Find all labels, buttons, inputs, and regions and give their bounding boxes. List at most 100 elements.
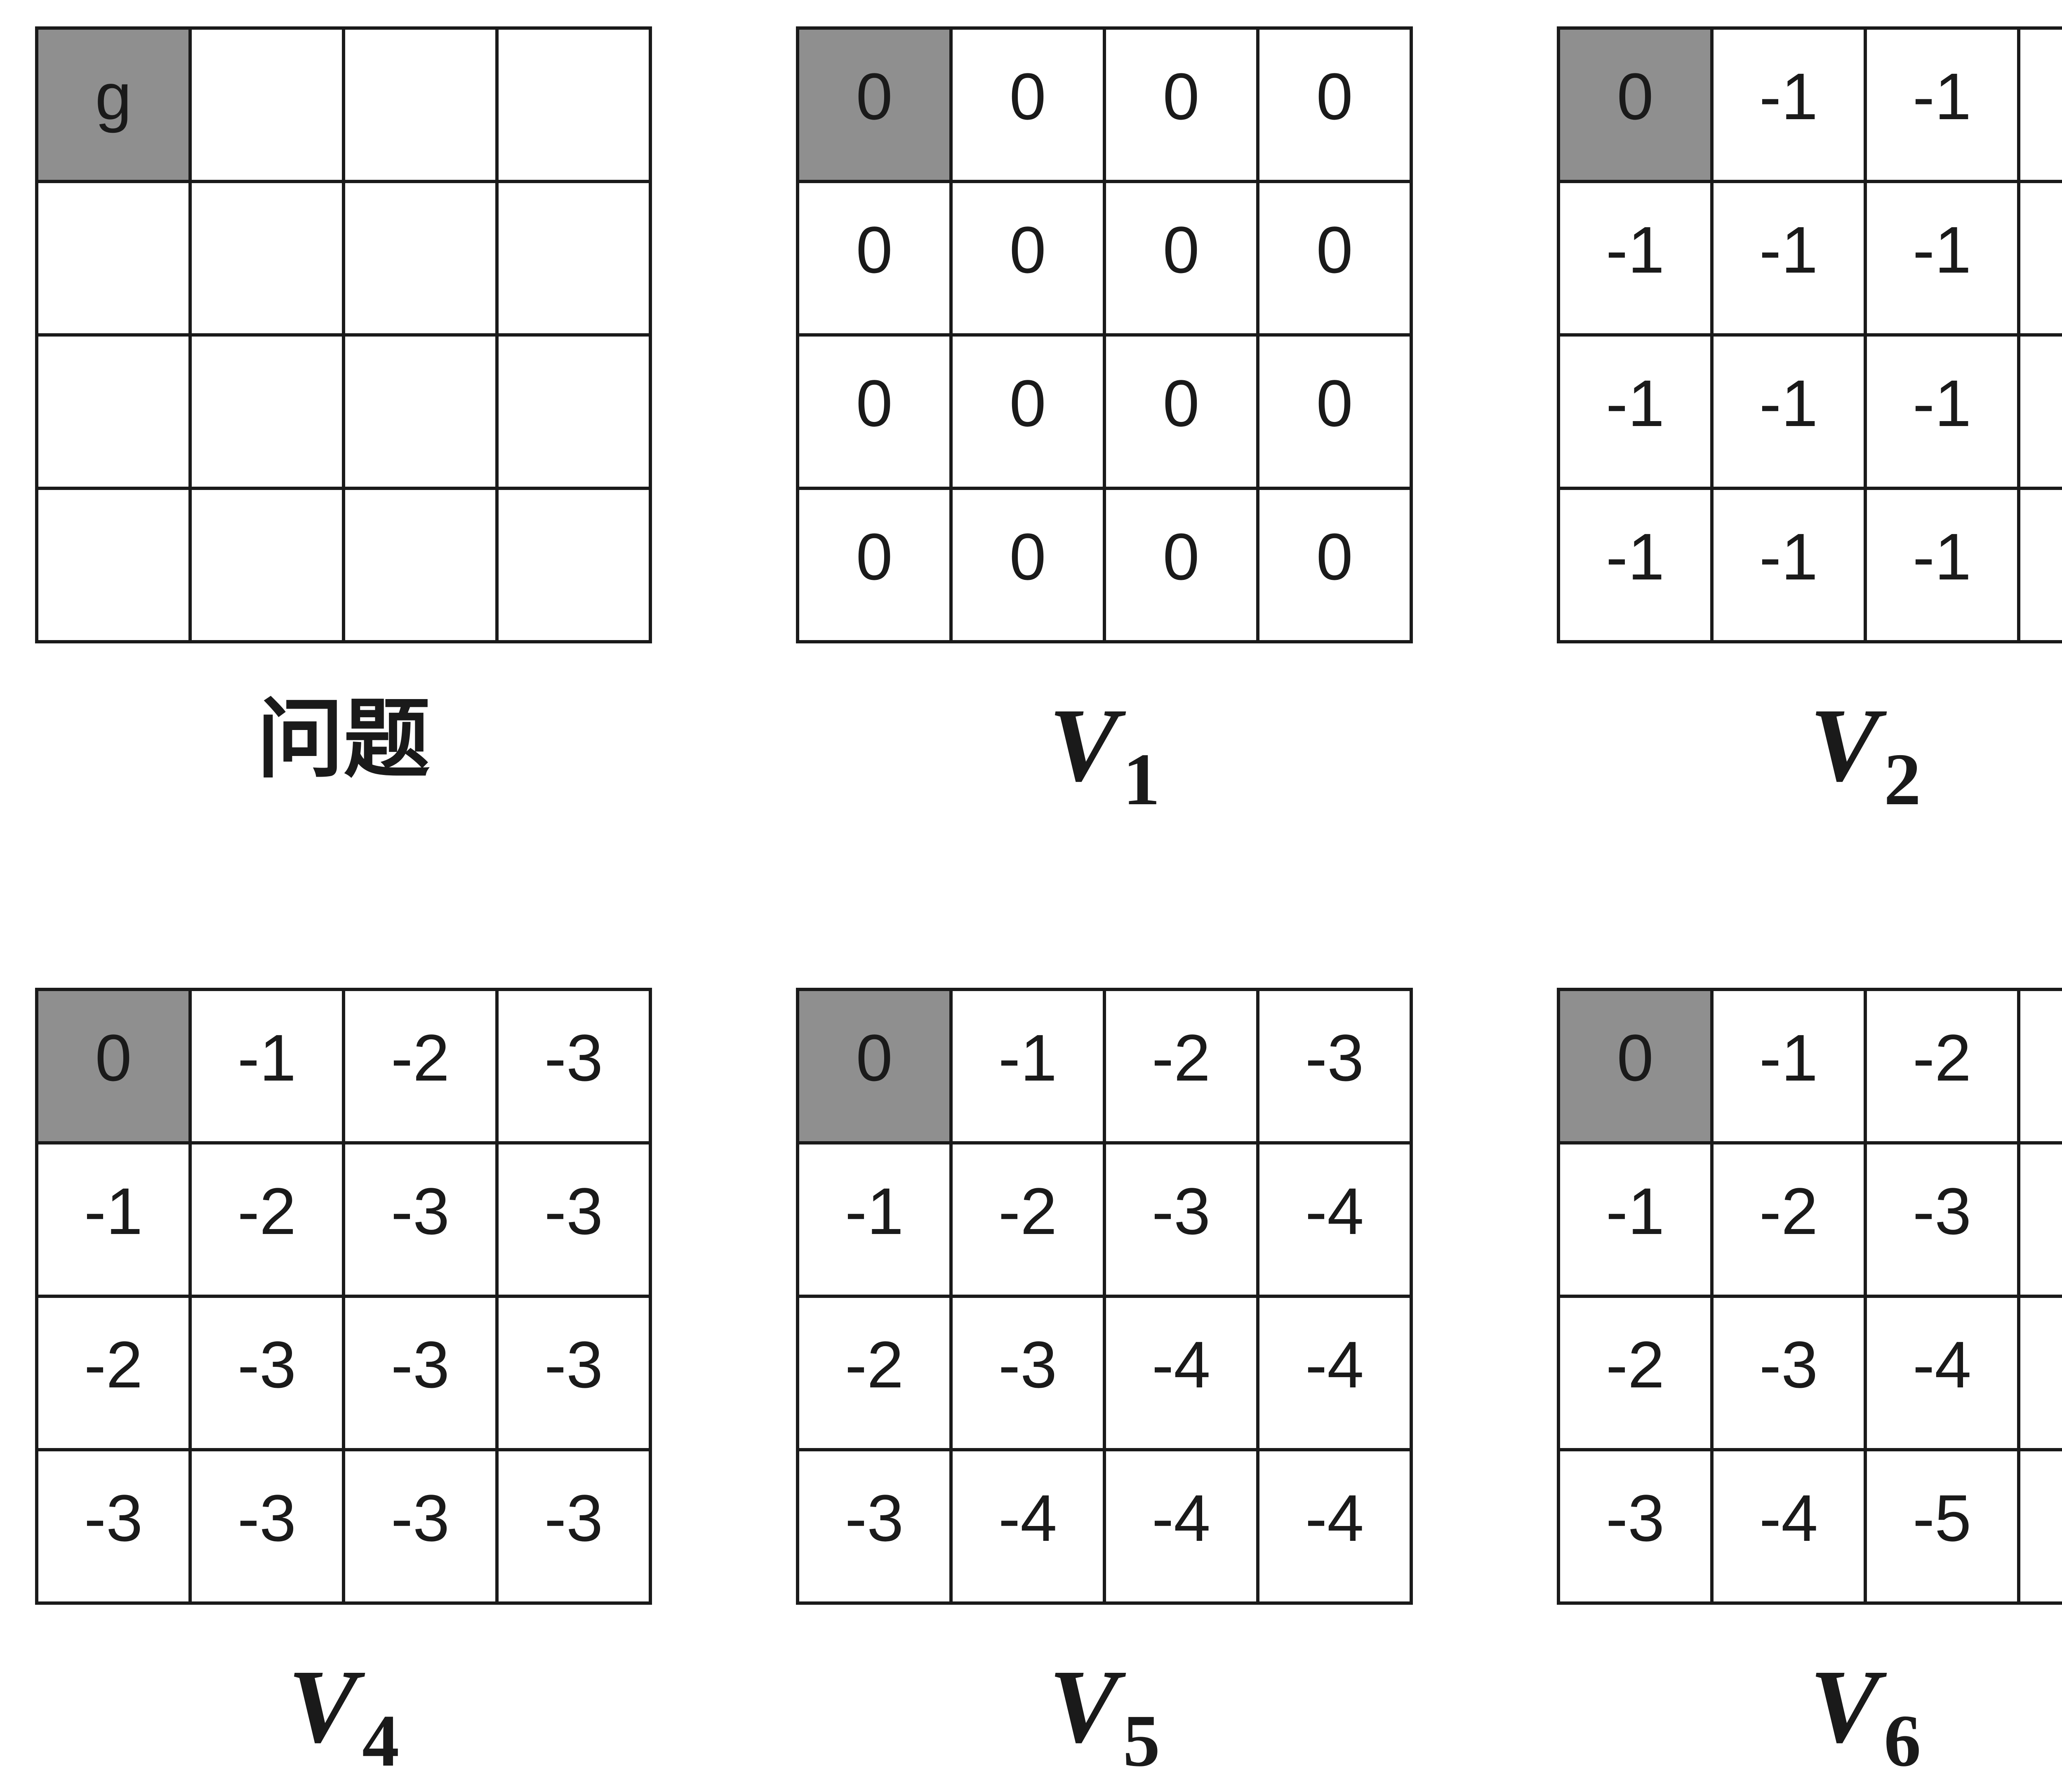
grid-board-problem: g: [35, 26, 652, 643]
grid-cell: -1: [1560, 337, 1710, 487]
grid-cell: -4: [1106, 1451, 1256, 1601]
grid-cell: -1: [2020, 183, 2062, 333]
grid-cell: 0: [799, 183, 949, 333]
grid-cell: -2: [1106, 991, 1256, 1141]
v-label-base: V: [1048, 687, 1119, 803]
grid-figure-problem: g 问题: [35, 26, 652, 804]
grid-label-v1: V 1: [1048, 687, 1160, 817]
v-label-subscript: 1: [1123, 738, 1160, 820]
grid-cell: -1: [1714, 183, 1864, 333]
grid-cell: -4: [1106, 1298, 1256, 1448]
goal-cell: 0: [799, 30, 949, 180]
grid-cell: -1: [1714, 991, 1864, 1141]
grid-cell: -1: [1867, 183, 2017, 333]
grid-cell: -4: [1259, 1144, 1410, 1295]
grid-cell: [345, 337, 495, 487]
grid-cell: -1: [2020, 490, 2062, 640]
grid-cell: [38, 183, 188, 333]
grid-label-v5: V 5: [1049, 1654, 1160, 1778]
value-iteration-figure: g 问题 0: [0, 26, 2062, 1778]
grid-cell: -4: [953, 1451, 1103, 1601]
grid-cell: [192, 490, 342, 640]
grid-cell: -1: [2020, 30, 2062, 180]
grid-cell: -2: [192, 1144, 342, 1295]
v-label-base: V: [1809, 687, 1880, 803]
figure-row-bottom: 0 -1 -2 -3 -1 -2 -3 -3 -2 -3 -3 -3 -3 -3…: [0, 988, 2062, 1778]
grid-cell: -3: [192, 1298, 342, 1448]
grid-cell: -1: [953, 991, 1103, 1141]
grid-cell: -4: [1259, 1298, 1410, 1448]
grid-cell: 0: [953, 490, 1103, 640]
grid-cell: -3: [345, 1298, 495, 1448]
grid-board-v1: 0 0 0 0 0 0 0 0 0 0 0 0 0 0 0 0: [796, 26, 1413, 643]
grid-cell: -3: [499, 1298, 649, 1448]
grid-label-v6: V 6: [1810, 1654, 1921, 1778]
grid-cell: -1: [1560, 490, 1710, 640]
grid-cell: 0: [799, 337, 949, 487]
grid-cell: -1: [38, 1144, 188, 1295]
figure-row-top: g 问题 0: [0, 26, 2062, 817]
grid-cell: -2: [345, 991, 495, 1141]
grid-cell: -3: [799, 1451, 949, 1601]
grid-cell: -3: [499, 1144, 649, 1295]
grid-cell: -1: [1714, 30, 1864, 180]
grid-cell: -4: [1867, 1298, 2017, 1448]
grid-cell: -3: [1106, 1144, 1256, 1295]
grid-cell: -1: [1867, 337, 2017, 487]
grid-cell: -2: [1714, 1144, 1864, 1295]
grid-cell: 0: [953, 30, 1103, 180]
grid-figure-v5: 0 -1 -2 -3 -1 -2 -3 -4 -2 -3 -4 -4 -3 -4…: [796, 988, 1413, 1778]
grid-cell: [38, 490, 188, 640]
grid-cell: -1: [1714, 490, 1864, 640]
goal-cell: g: [38, 30, 188, 180]
grid-cell: -4: [1714, 1451, 1864, 1601]
grid-board-v6: 0 -1 -2 -3 -1 -2 -3 -4 -2 -3 -4 -5 -3 -4…: [1557, 988, 2062, 1605]
grid-cell: 0: [953, 337, 1103, 487]
grid-label-v2: V 2: [1809, 687, 1921, 817]
grid-cell: -3: [1867, 1144, 2017, 1295]
grid-cell: 0: [1106, 183, 1256, 333]
grid-cell: -3: [1714, 1298, 1864, 1448]
goal-cell: 0: [1560, 991, 1710, 1141]
grid-cell: -4: [2020, 1144, 2062, 1295]
grid-figure-v2: 0 -1 -1 -1 -1 -1 -1 -1 -1 -1 -1 -1 -1 -1…: [1557, 26, 2062, 817]
grid-cell: -2: [38, 1298, 188, 1448]
grid-cell: -3: [2020, 991, 2062, 1141]
grid-cell: -3: [953, 1298, 1103, 1448]
grid-cell: [345, 30, 495, 180]
grid-cell: -2: [799, 1298, 949, 1448]
grid-cell: -3: [345, 1451, 495, 1601]
grid-cell: 0: [1259, 337, 1410, 487]
grid-cell: -1: [1867, 30, 2017, 180]
grid-figure-v4: 0 -1 -2 -3 -1 -2 -3 -3 -2 -3 -3 -3 -3 -3…: [35, 988, 652, 1778]
grid-cell: -5: [2020, 1298, 2062, 1448]
grid-cell: -1: [1560, 1144, 1710, 1295]
grid-cell: [345, 183, 495, 333]
grid-cell: 0: [1259, 30, 1410, 180]
v-label-subscript: 6: [1884, 1700, 1921, 1782]
grid-cell: [192, 183, 342, 333]
goal-cell: 0: [1560, 30, 1710, 180]
v-label-subscript: 4: [362, 1700, 400, 1782]
goal-cell: 0: [799, 991, 949, 1141]
grid-cell: -3: [345, 1144, 495, 1295]
grid-cell: -2: [1867, 991, 2017, 1141]
grid-cell: -5: [1867, 1451, 2017, 1601]
grid-cell: 0: [1259, 183, 1410, 333]
v-label-subscript: 2: [1884, 738, 1921, 820]
grid-cell: -1: [1867, 490, 2017, 640]
grid-cell: -2: [1560, 1298, 1710, 1448]
grid-cell: -3: [38, 1451, 188, 1601]
grid-cell: [38, 337, 188, 487]
grid-cell: [499, 30, 649, 180]
grid-cell: 0: [1259, 490, 1410, 640]
grid-cell: -1: [1714, 337, 1864, 487]
grid-cell: -3: [192, 1451, 342, 1601]
grid-figure-v6: 0 -1 -2 -3 -1 -2 -3 -4 -2 -3 -4 -5 -3 -4…: [1557, 988, 2062, 1778]
grid-cell: -2: [953, 1144, 1103, 1295]
grid-cell: -1: [1560, 183, 1710, 333]
goal-cell: 0: [38, 991, 188, 1141]
grid-cell: 0: [1106, 337, 1256, 487]
grid-cell: [192, 337, 342, 487]
grid-cell: -3: [1259, 991, 1410, 1141]
